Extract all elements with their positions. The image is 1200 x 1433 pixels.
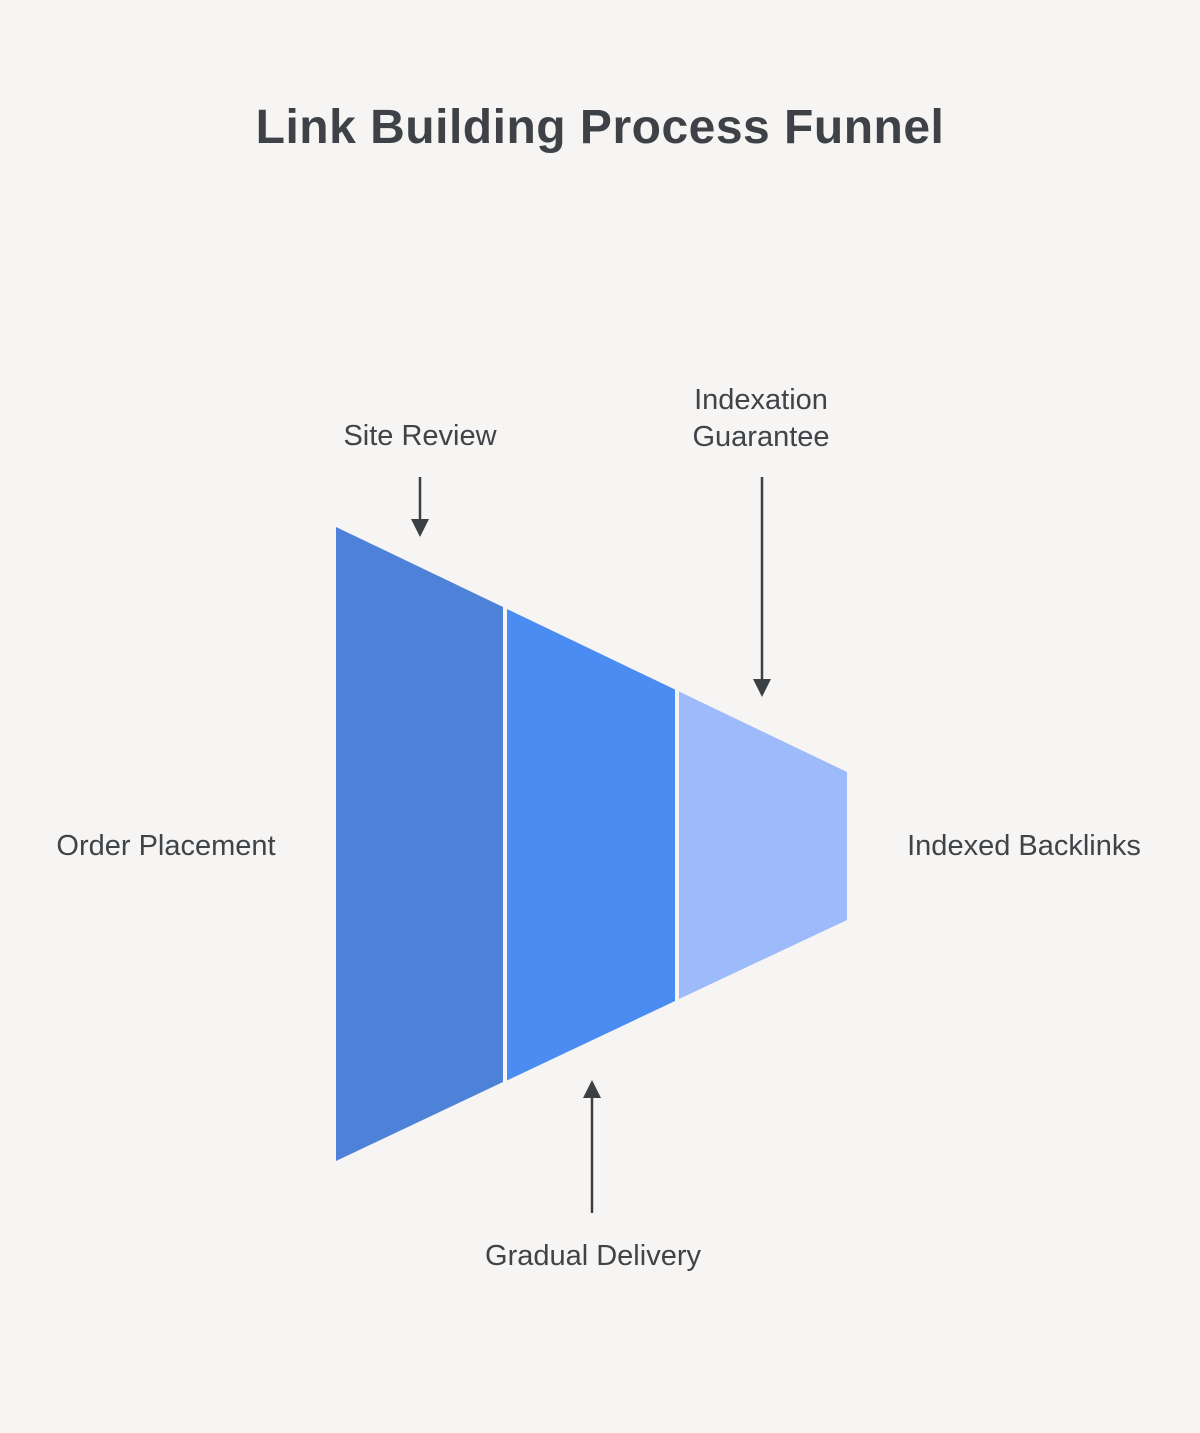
gradual-delivery-arrow [583,1080,601,1213]
site-review-arrowhead-icon [411,519,429,537]
indexed-backlinks-label: Indexed Backlinks [907,830,1141,862]
indexation-guarantee-arrowhead-icon [753,679,771,697]
funnel-segment-1 [336,527,503,1161]
site-review-label: Site Review [343,420,497,452]
order-placement-label: Order Placement [56,830,276,862]
indexation-guarantee-arrow [753,477,771,697]
funnel-segment-3 [679,691,847,999]
gradual-delivery-label: Gradual Delivery [485,1240,701,1272]
site-review-arrow [411,477,429,537]
funnel-segment-2 [507,609,675,1081]
indexation-guarantee-label: Indexation Guarantee [692,384,830,453]
page-title: Link Building Process Funnel [255,101,945,154]
gradual-delivery-arrowhead-icon [583,1080,601,1098]
